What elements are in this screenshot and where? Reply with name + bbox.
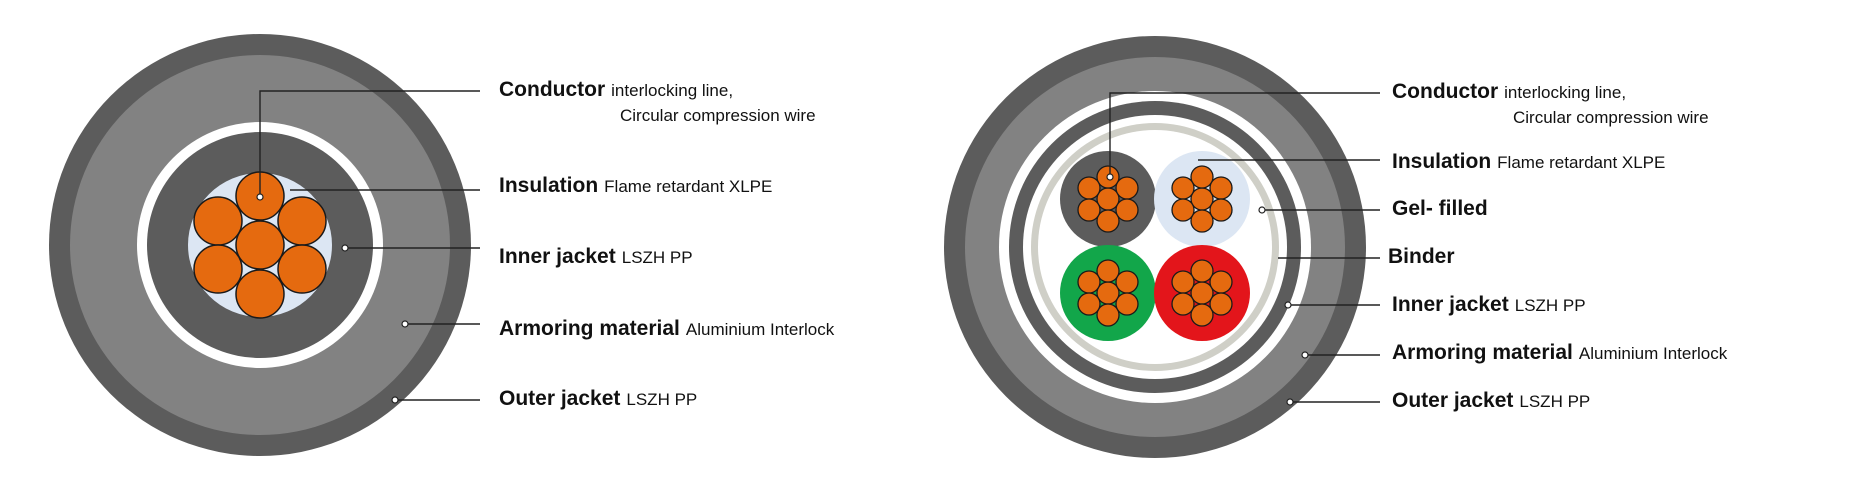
left-conductor-strand-0 [235,220,285,270]
right-core-grey-strand-6 [1115,198,1139,222]
right-core-green-strand-4 [1115,270,1139,294]
right-core-green-strand-3 [1077,270,1101,294]
left-leader-dot-outer-jacket [391,396,399,404]
right-core-red-strand-6 [1209,292,1233,316]
right-core-green-strand-0 [1096,281,1120,305]
left-leader-dot-inner-jacket [341,244,349,252]
right-core-red-strand-3 [1171,270,1195,294]
right-core-light-strand-0 [1190,187,1214,211]
right-leader-dot-gel-filled [1258,206,1266,214]
left-conductor-strand-5 [193,244,243,294]
right-core-red-strand-4 [1209,270,1233,294]
right-leader-conductor [1109,92,1380,177]
left-leader-dot-armoring [401,320,409,328]
right-core-light-strand-2 [1190,209,1214,233]
right-core-light-strand-5 [1171,198,1195,222]
right-core-light-strand-3 [1171,176,1195,200]
right-core-light-strand-4 [1209,176,1233,200]
left-leader-dot-conductor [256,193,264,201]
left-conductor-strand-2 [235,269,285,319]
right-leader-dot-conductor [1106,173,1114,181]
right-core-red-strand-0 [1190,281,1214,305]
right-core-red-strand-5 [1171,292,1195,316]
left-leader-conductor [259,90,480,197]
right-core-grey-strand-3 [1077,176,1101,200]
right-core-red-strand-1 [1190,259,1214,283]
right-core-green-strand-2 [1096,303,1120,327]
right-core-grey-strand-2 [1096,209,1120,233]
right-core-green-strand-6 [1115,292,1139,316]
right-leader-dot-outer-jacket [1286,398,1294,406]
right-gel-filler [1038,130,1272,364]
right-core-light-strand-1 [1190,165,1214,189]
right-core-green-strand-5 [1077,292,1101,316]
right-core-green-strand-1 [1096,259,1120,283]
right-core-red-strand-2 [1190,303,1214,327]
right-core-grey-strand-0 [1096,187,1120,211]
right-leader-dot-armoring [1301,351,1309,359]
left-conductor-strand-4 [277,196,327,246]
left-conductor-strand-3 [193,196,243,246]
right-core-grey-strand-5 [1077,198,1101,222]
right-core-light-strand-6 [1209,198,1233,222]
right-core-grey-strand-4 [1115,176,1139,200]
right-leader-dot-inner-jacket [1284,301,1292,309]
right-label-gel-filled: Gel- filled [1392,197,1488,220]
right-label-binder: Binder [1388,245,1455,268]
left-conductor-strand-6 [277,244,327,294]
